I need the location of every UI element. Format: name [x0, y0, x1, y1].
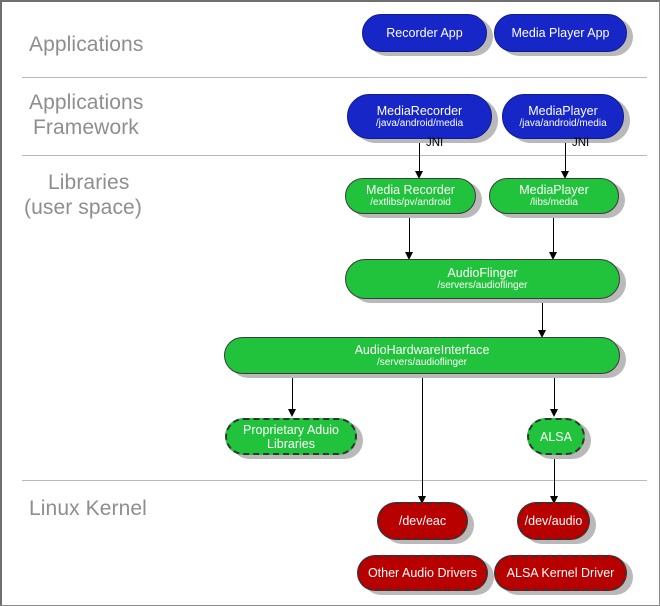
band-label-linux-kernel: Linux Kernel — [29, 497, 147, 520]
node-subtitle: /servers/audioflinger — [376, 356, 468, 368]
node-subtitle: /servers/audioflinger — [437, 280, 528, 291]
node-audioflinger[interactable]: AudioFlinger /servers/audioflinger — [345, 259, 620, 299]
node-media-player-app[interactable]: Media Player App — [494, 14, 627, 52]
arrowhead-proprietary — [287, 409, 296, 417]
node-dev-eac[interactable]: /dev/eac — [377, 502, 468, 540]
node-title: MediaPlayer — [528, 103, 598, 118]
arrowhead-ahi — [537, 330, 546, 338]
arrowhead-dev-audio — [549, 496, 558, 504]
band-label-libraries-line1: Libraries — [48, 171, 130, 194]
node-title: Proprietary Aduio — [243, 422, 339, 437]
node-mediaplayer-framework[interactable]: MediaPlayer /java/android/media — [502, 94, 624, 139]
connector-mediarecorder-fw-to-lib — [419, 139, 420, 174]
arrowhead-mediaplayer-lib — [560, 171, 569, 179]
node-subtitle: Libraries — [267, 436, 315, 451]
node-title: Recorder App — [386, 26, 463, 40]
arrowhead-alsa — [549, 409, 558, 417]
connector-ahi-to-proprietary — [292, 374, 293, 412]
node-mediarecorder-framework[interactable]: MediaRecorder /java/android/media — [347, 94, 492, 139]
node-title: /dev/eac — [398, 514, 447, 528]
edge-label-jni-right: JNI — [572, 137, 590, 149]
node-title: ALSA Kernel Driver — [506, 566, 615, 580]
connector-ahi-to-alsa — [554, 374, 555, 412]
node-title: ALSA — [540, 429, 572, 444]
node-mediaplayer-lib[interactable]: MediaPlayer /libs/media — [489, 178, 619, 214]
band-divider-3 — [22, 480, 647, 481]
node-media-recorder-lib[interactable]: Media Recorder /extlibs/pv/android — [345, 178, 476, 214]
connector-ahi-to-dev-eac — [422, 374, 423, 500]
node-subtitle: /java/android/media — [519, 117, 607, 129]
node-dev-audio[interactable]: /dev/audio — [517, 502, 590, 540]
node-alsa-kernel-driver[interactable]: ALSA Kernel Driver — [494, 555, 627, 591]
arrowhead-audioflinger-left — [404, 252, 413, 260]
edge-label-jni-left: JNI — [426, 137, 444, 149]
node-title: AudioFlinger — [447, 266, 518, 280]
arrowhead-audioflinger-right — [548, 252, 557, 260]
node-subtitle: /libs/media — [530, 197, 578, 208]
connector-mediarecorder-lib-to-audioflinger — [409, 214, 410, 255]
node-audiohardwareinterface[interactable]: AudioHardwareInterface /servers/audiofli… — [224, 337, 620, 374]
node-recorder-app[interactable]: Recorder App — [362, 14, 487, 52]
node-alsa[interactable]: ALSA — [527, 418, 585, 455]
node-title: /dev/audio — [524, 514, 583, 528]
band-label-applications-framework-line2: Framework — [33, 116, 139, 139]
connector-alsa-to-dev-audio — [554, 455, 555, 500]
node-title: MediaRecorder — [376, 103, 463, 118]
band-divider-1 — [22, 77, 647, 78]
node-title: Media Recorder — [366, 183, 455, 197]
connector-audioflinger-to-ahi — [542, 299, 543, 335]
node-title: MediaPlayer — [519, 183, 589, 197]
node-proprietary-audio-libs[interactable]: Proprietary Aduio Libraries — [225, 418, 357, 455]
band-divider-2 — [22, 155, 647, 156]
node-title: Other Audio Drivers — [367, 566, 478, 580]
arrowhead-dev-eac — [417, 496, 426, 504]
node-other-audio-drivers[interactable]: Other Audio Drivers — [357, 555, 488, 591]
connector-mediaplayer-fw-to-lib — [565, 139, 566, 174]
node-subtitle: /java/android/media — [375, 117, 464, 129]
band-label-applications-framework-line1: Applications — [29, 91, 144, 114]
band-label-applications: Applications — [29, 33, 144, 56]
arrowhead-mediarecorder-lib — [414, 171, 423, 179]
connector-mediaplayer-lib-to-audioflinger — [553, 214, 554, 255]
node-title: Media Player App — [511, 26, 610, 40]
band-label-libraries-line2: (user space) — [24, 196, 142, 219]
node-title: AudioHardwareInterface — [354, 342, 490, 357]
node-subtitle: /extlibs/pv/android — [370, 197, 451, 208]
